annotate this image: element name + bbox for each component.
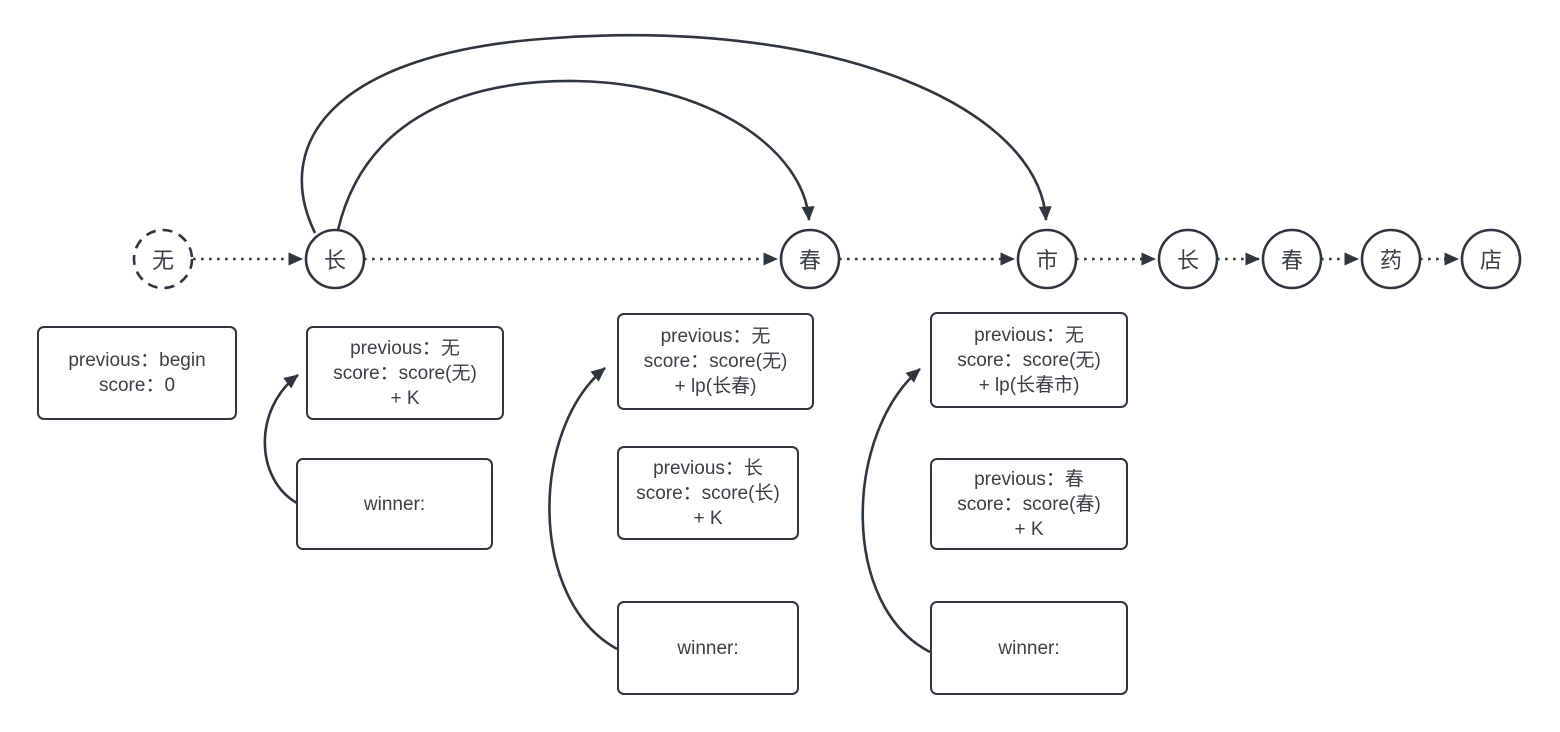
winner-label: winner: — [998, 637, 1060, 659]
winner-label: winner: — [677, 637, 739, 659]
node-label-dian: 店 — [1479, 248, 1502, 273]
winner-label: winner: — [363, 493, 426, 515]
info-box-shi-candidate-a: previous：无 score：score(无) + lp(长春市) — [930, 312, 1128, 408]
node-label-chun: 春 — [798, 248, 821, 273]
info-box-chun-candidate-a: previous：无 score：score(无) + lp(长春) — [617, 313, 814, 410]
node-circle-chang — [304, 228, 366, 290]
info-box-chang-candidate: previous：无 score：score(无) + K — [306, 326, 504, 420]
info-line: previous：春 — [974, 468, 1084, 490]
node-label-shi: 市 — [1035, 248, 1058, 273]
info-line: score：0 — [98, 375, 176, 396]
arc-chang-to-chun — [336, 79, 815, 231]
node-label-chang2: 长 — [1176, 248, 1199, 273]
node-circle-chun2 — [1261, 228, 1323, 290]
info-box-shi-candidate-b: previous：春 score：score(春) + K — [930, 458, 1128, 550]
node-circle-begin — [132, 228, 194, 290]
winner-arrow-chang — [263, 373, 299, 505]
winner-arrows — [263, 366, 931, 654]
info-line: score：score(无) — [957, 349, 1101, 371]
info-line: score：score(长) — [636, 482, 780, 504]
info-box-chun-candidate-b: previous：长 score：score(长) + K — [617, 446, 799, 540]
info-line: previous：无 — [974, 324, 1084, 346]
info-line: score：score(春) — [957, 493, 1101, 515]
node-label-begin: 无 — [151, 248, 174, 273]
node-circle-shi — [1016, 228, 1078, 290]
info-line: previous：无 — [660, 326, 771, 347]
node-label-yao: 药 — [1379, 248, 1402, 273]
winner-box-chang: winner: — [296, 458, 493, 550]
word-arcs — [300, 34, 1052, 234]
node-circle-chang2 — [1157, 228, 1219, 290]
info-box-begin: previous：begin score：0 — [37, 326, 237, 420]
info-line: score：score(无) — [333, 362, 477, 384]
node-circles — [132, 228, 1522, 290]
winner-arrow-shi — [861, 368, 931, 654]
node-label-chun2: 春 — [1280, 248, 1303, 273]
info-line: + K — [1014, 518, 1044, 540]
info-line: previous：无 — [350, 337, 460, 359]
info-line: score：score(无) — [643, 351, 788, 372]
info-line: + K — [390, 387, 420, 409]
winner-box-shi: winner: — [930, 601, 1128, 695]
info-line: + lp(长春市) — [978, 374, 1080, 396]
node-circle-yao — [1360, 228, 1422, 290]
node-circle-chun — [779, 228, 841, 290]
info-line: previous：长 — [653, 457, 763, 479]
arc-chang-to-shi — [300, 34, 1052, 234]
node-label-chang: 长 — [323, 248, 346, 273]
winner-box-chun: winner: — [617, 601, 799, 695]
winner-arrow-chun — [548, 366, 618, 651]
node-circle-dian — [1460, 228, 1522, 290]
info-line: + K — [693, 507, 723, 529]
info-line: previous：begin — [68, 350, 206, 371]
info-line: + lp(长春) — [674, 376, 757, 397]
